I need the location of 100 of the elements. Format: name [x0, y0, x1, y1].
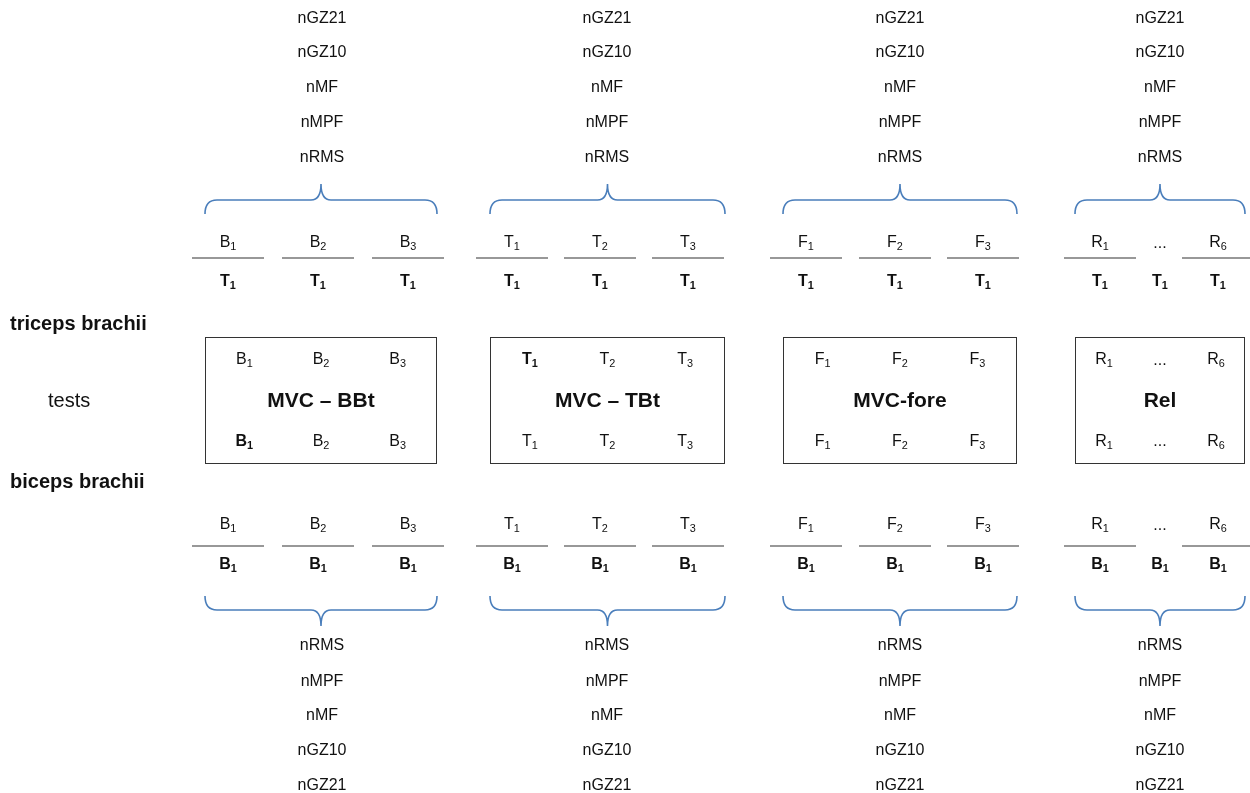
trial-label: B$_{1}$ [235, 431, 254, 451]
row-label: biceps brachii [10, 470, 145, 492]
trial-label: T$_{3}$ [677, 350, 694, 370]
label-text: nRMS [877, 636, 923, 654]
label-text: nGZ10 [297, 43, 347, 61]
label-text: nGZ10 [1135, 741, 1185, 759]
label-text: B$_{1}$ [974, 555, 992, 575]
label-text: T$_{1}$ [310, 272, 326, 292]
label-text: T$_{1}$ [975, 272, 991, 292]
trial-label: F$_{3}$ [969, 431, 986, 451]
trial-label: ... [1153, 350, 1167, 369]
label-text: nGZ10 [875, 741, 925, 759]
test-box [783, 337, 1017, 464]
label-text: B$_{1}$ [503, 555, 521, 575]
label-text: R$_{1}$ [1091, 233, 1109, 253]
label-text: nRMS [1137, 636, 1183, 654]
trial-label: T$_{3}$ [677, 431, 694, 451]
label-text: nGZ10 [582, 741, 632, 759]
label-text: B$_{2}$ [309, 515, 327, 535]
trial-label: B$_{2}$ [312, 431, 330, 451]
label-text: T$_{1}$ [680, 272, 696, 292]
trial-label: R$_{1}$ [1095, 431, 1113, 451]
test-title: MVC-fore [853, 388, 947, 413]
label-text: F$_{1}$ [798, 233, 814, 253]
trial-label: F$_{1}$ [814, 431, 831, 451]
label-text: nGZ10 [875, 43, 925, 61]
trial-label: F$_{3}$ [969, 350, 986, 370]
label-text: F$_{2}$ [887, 515, 903, 535]
label-text: B$_{1}$ [797, 555, 815, 575]
label-text: B$_{1}$ [591, 555, 609, 575]
label-text: nMPF [300, 672, 344, 690]
label-text: nGZ10 [582, 43, 632, 61]
label-text: R$_{6}$ [1209, 515, 1227, 535]
label-text: B$_{1}$ [1091, 555, 1109, 575]
label-text: T$_{1}$ [592, 272, 608, 292]
label-text: T$_{1}$ [887, 272, 903, 292]
label-text: ... [1153, 234, 1167, 252]
label-text: nMF [1144, 78, 1176, 96]
label-text: nGZ21 [297, 9, 347, 27]
label-text: nMPF [1138, 672, 1182, 690]
label-text: B$_{1}$ [219, 515, 237, 535]
label-text: R$_{1}$ [1091, 515, 1109, 535]
test-title: MVC – BBt [267, 388, 375, 413]
label-text: nMPF [585, 672, 629, 690]
trial-label: R$_{6}$ [1207, 350, 1225, 370]
label-text: nMF [591, 706, 623, 724]
label-text: nMPF [585, 113, 629, 131]
test-box [205, 337, 437, 464]
label-text: nRMS [299, 636, 345, 654]
label-text: nMPF [1138, 113, 1182, 131]
label-text: B$_{1}$ [219, 555, 237, 575]
trial-label: B$_{1}$ [235, 350, 253, 370]
label-text: nGZ21 [297, 776, 347, 793]
trial-label: T$_{2}$ [599, 350, 616, 370]
label-text: B$_{3}$ [399, 233, 417, 253]
label-text: T$_{1}$ [504, 233, 520, 253]
test-title: MVC – TBt [555, 388, 660, 413]
trial-label: T$_{1}$ [521, 431, 538, 451]
label-text: B$_{1}$ [886, 555, 904, 575]
label-text: nGZ21 [582, 776, 632, 793]
trial-label: F$_{2}$ [892, 350, 908, 370]
label-text: T$_{1}$ [400, 272, 416, 292]
label-text: B$_{1}$ [1151, 555, 1169, 575]
label-text: nMPF [878, 113, 922, 131]
trial-label: B$_{2}$ [312, 350, 330, 370]
label-text: T$_{1}$ [220, 272, 236, 292]
label-text: T$_{2}$ [592, 515, 608, 535]
label-text: nMPF [878, 672, 922, 690]
label-text: nGZ21 [1135, 776, 1185, 793]
label-text: B$_{1}$ [309, 555, 327, 575]
row-label: triceps brachii [10, 312, 147, 334]
label-text: nMF [306, 78, 338, 96]
label-text: T$_{1}$ [504, 272, 520, 292]
label-text: nRMS [584, 636, 630, 654]
label-text: nMPF [300, 113, 344, 131]
label-text: T$_{1}$ [1092, 272, 1108, 292]
label-text: T$_{3}$ [680, 233, 696, 253]
label-text: nGZ21 [1135, 9, 1185, 27]
label-text: T$_{1}$ [798, 272, 814, 292]
label-text: nRMS [877, 148, 923, 166]
row-label: tests [48, 389, 91, 411]
label-text: B$_{1}$ [219, 233, 237, 253]
label-text: nMF [884, 706, 916, 724]
label-text: B$_{2}$ [309, 233, 327, 253]
test-box [490, 337, 725, 464]
label-text: F$_{3}$ [975, 515, 991, 535]
label-text: T$_{1}$ [1210, 272, 1226, 292]
label-text: F$_{3}$ [975, 233, 991, 253]
test-title: Rel [1143, 388, 1177, 413]
trial-label: T$_{1}$ [521, 350, 538, 370]
label-text: nRMS [584, 148, 630, 166]
trial-label: R$_{6}$ [1207, 431, 1225, 451]
label-text: nGZ10 [297, 741, 347, 759]
test-box [1075, 337, 1245, 464]
trial-label: ... [1153, 432, 1167, 451]
trial-label: R$_{1}$ [1095, 350, 1113, 370]
trial-label: F$_{1}$ [814, 350, 831, 370]
label-text: nGZ21 [875, 9, 925, 27]
label-text: nGZ21 [875, 776, 925, 793]
label-text: F$_{1}$ [798, 515, 814, 535]
